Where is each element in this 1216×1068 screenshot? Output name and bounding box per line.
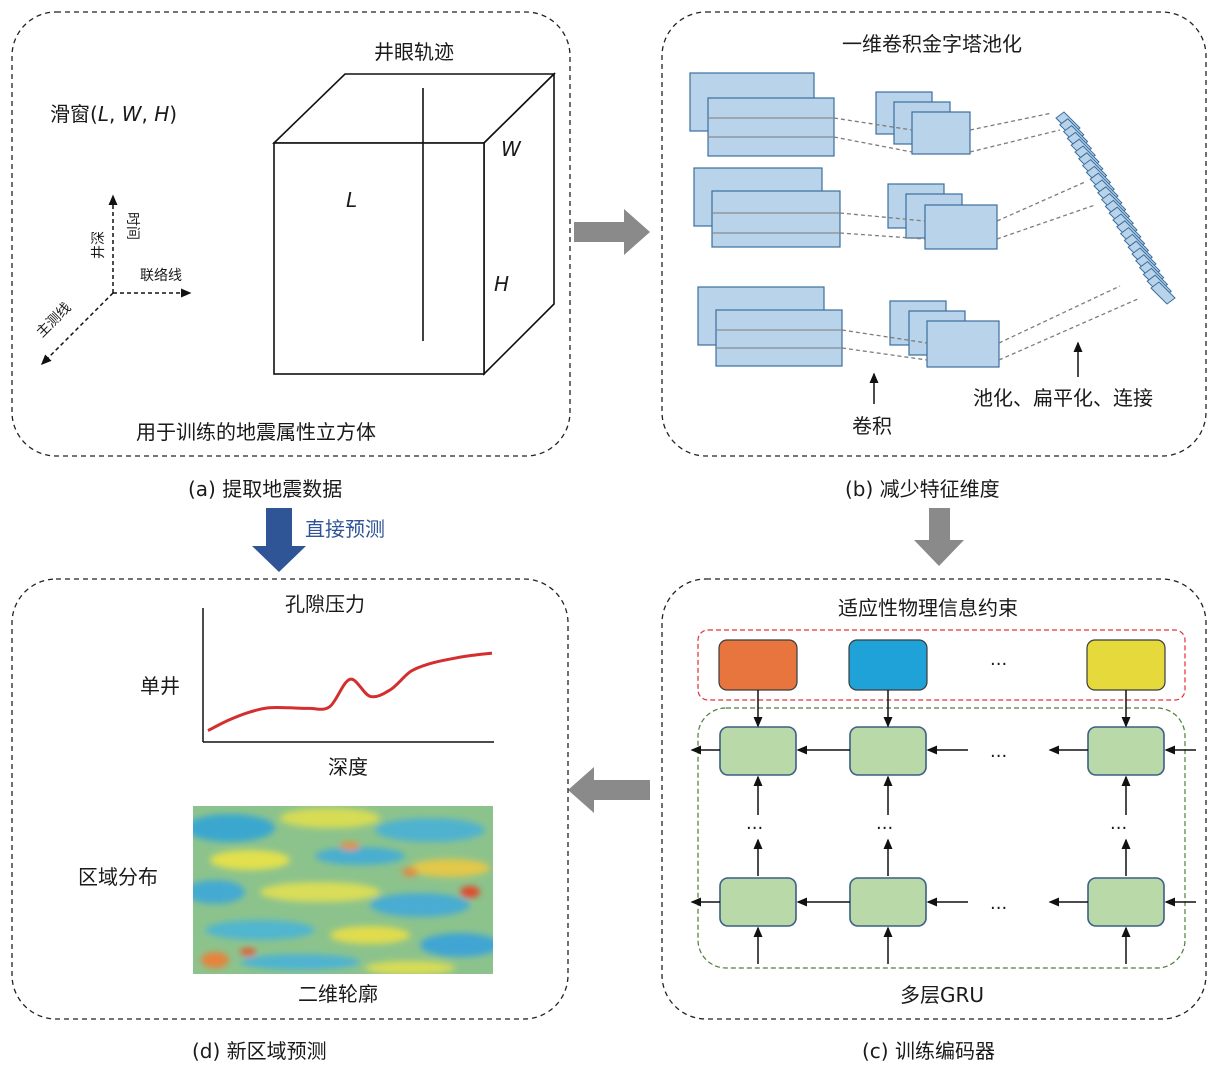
flattened-feature-stack (1055, 111, 1176, 305)
well-trajectory-label: 井眼轨迹 (374, 40, 454, 64)
ellipsis-row-1: ··· (990, 746, 1007, 767)
panel-c-title: 适应性物理信息约束 (838, 596, 1018, 620)
gru-cell-2-2 (849, 877, 927, 927)
axis-time-label: 时间 (124, 212, 140, 240)
panel-b: 一维卷积金字塔池化 (661, 11, 1207, 457)
physics-input-block-3 (1086, 639, 1166, 691)
gru-cell-2-1 (719, 877, 797, 927)
panel-c-caption: (c) 训练编码器 (862, 1039, 995, 1063)
gru-cell-1-1 (719, 726, 797, 776)
gru-cell-2-3 (1087, 877, 1165, 927)
gru-cell-1-3 (1087, 726, 1165, 776)
ellipsis-top: ··· (990, 654, 1007, 675)
map-label: 区域分布 (78, 865, 158, 889)
panel-b-title: 一维卷积金字塔池化 (842, 32, 1022, 56)
flattened-feature-slice (1150, 281, 1176, 305)
cube-height-label: H (494, 272, 509, 296)
gru-arrows (690, 690, 1196, 964)
physics-input-block-1 (718, 639, 798, 691)
chart-y-label: 单井 (140, 674, 180, 698)
ellipsis-row-2: ··· (990, 898, 1007, 919)
ellipsis-col-3: ··· (1110, 818, 1127, 839)
feature-group-1 (689, 72, 1061, 157)
feature-group-3 (697, 285, 1141, 368)
panel-b-frame (661, 11, 1207, 457)
ellipsis-col-1: ··· (746, 818, 763, 839)
seismic-cube (272, 72, 556, 376)
pool-label: 池化、扁平化、连接 (973, 386, 1153, 410)
direct-prediction-label: 直接预测 (305, 517, 385, 541)
axis-crossline-label: 联络线 (140, 268, 182, 284)
panel-d-caption: (d) 新区域预测 (192, 1039, 327, 1063)
panel-a: 滑窗(L, W, H) 井深 时间 联络线 主测线 井眼轨迹 L W H 用于训… (11, 11, 571, 501)
map-caption: 二维轮廓 (298, 982, 378, 1006)
panel-d-title: 孔隙压力 (285, 592, 365, 616)
panel-b-caption: (b) 减少特征维度 (845, 477, 1000, 501)
conv-label: 卷积 (852, 414, 892, 438)
gru-cell-1-2 (849, 726, 927, 776)
arrow-a-to-b (574, 209, 650, 255)
gru-stack-box (697, 707, 1186, 969)
arrow-direct-prediction (252, 508, 306, 572)
panel-a-frame (11, 11, 571, 457)
panel-a-footer: 用于训练的地震属性立方体 (136, 420, 376, 444)
arrow-c-to-d (568, 767, 650, 813)
regional-distribution-map (193, 806, 493, 974)
panel-d-frame (11, 578, 569, 1020)
sliding-window-label: 滑窗(L, W, H) (50, 102, 177, 126)
physics-constraint-box (697, 629, 1186, 701)
panel-c-footer: 多层GRU (900, 983, 984, 1007)
pore-pressure-series-line (207, 651, 493, 732)
arrow-b-to-c (914, 508, 964, 566)
pore-pressure-chart (202, 608, 494, 743)
chart-x-label: 深度 (328, 755, 368, 779)
feature-group-2 (693, 167, 1096, 250)
physics-input-block-2 (848, 639, 928, 691)
axis-depth-label: 井深 (91, 231, 107, 259)
axes-icon (40, 194, 192, 366)
cube-length-label: L (346, 188, 357, 212)
panel-c-frame (661, 578, 1207, 1020)
panel-d: 孔隙压力 单井 深度 (11, 578, 569, 1020)
panel-a-caption: (a) 提取地震数据 (188, 477, 342, 501)
panel-c: 适应性物理信息约束 ··· (661, 578, 1207, 1020)
ellipsis-col-2: ··· (876, 818, 893, 839)
cube-width-label: W (501, 137, 522, 161)
axis-inline-label: 主测线 (34, 300, 75, 341)
